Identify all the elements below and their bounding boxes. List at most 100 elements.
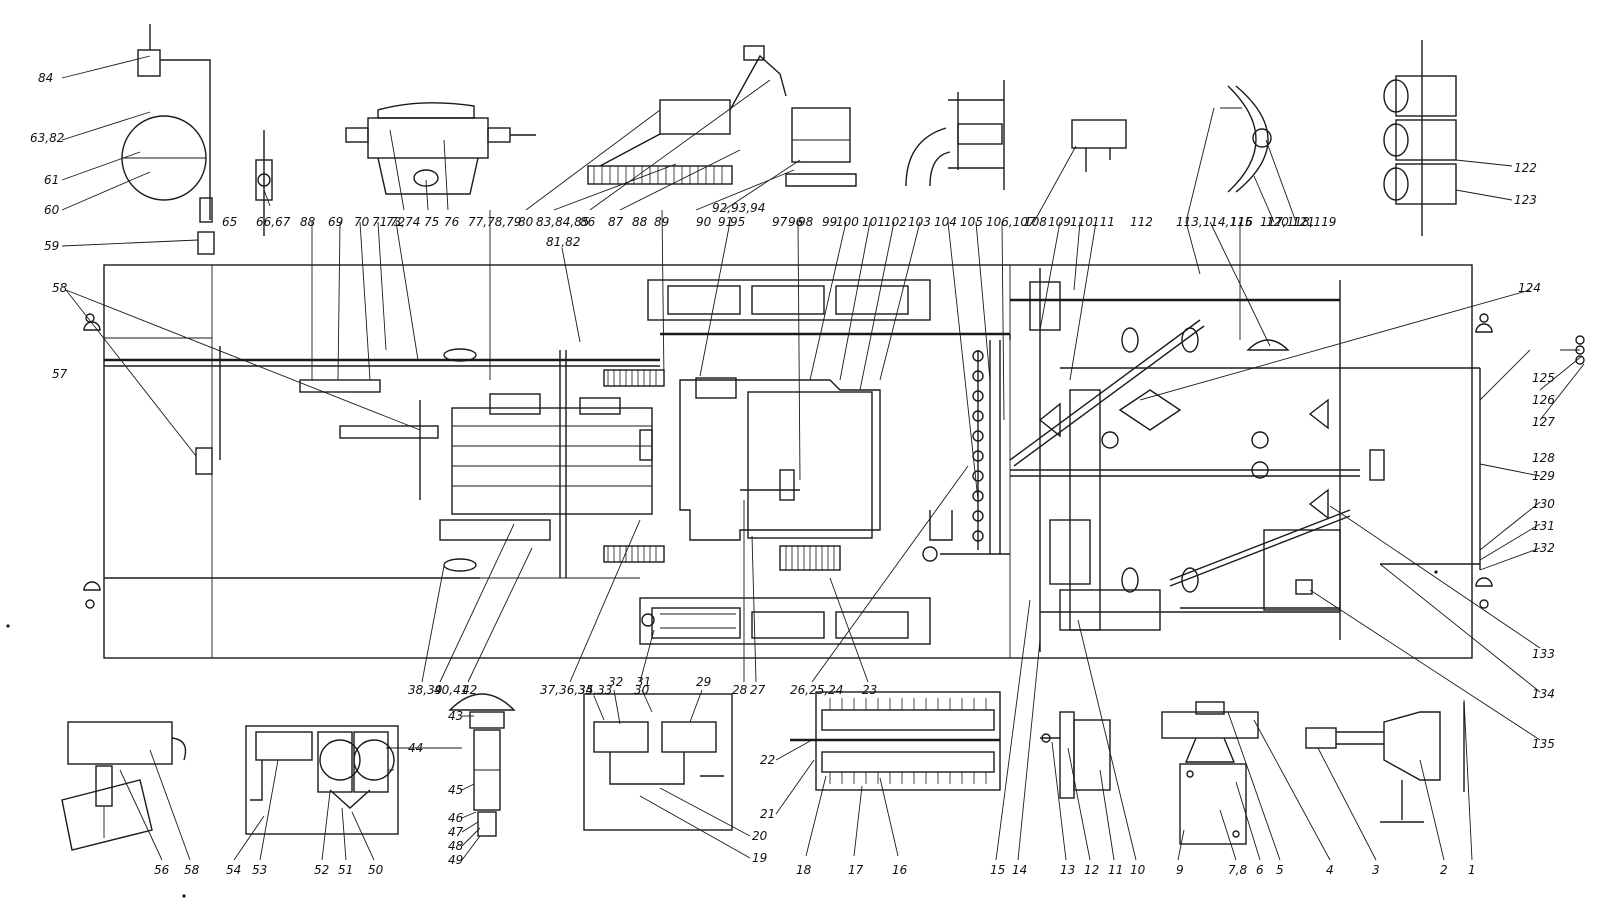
callout-label: 20 — [752, 829, 768, 843]
callout-label: 43 — [448, 709, 463, 723]
callout-label: 9 — [1176, 863, 1184, 877]
callout-label: 60 — [44, 203, 60, 217]
callout-label: 133 — [1532, 647, 1555, 661]
callout-label: 108 — [1024, 215, 1047, 229]
callout-labels: 84 63,82 61 60 59 65 66,67 73,74 75 76 7… — [30, 71, 1555, 877]
callout-label: 132 — [1532, 541, 1555, 555]
callout-label: 104 — [934, 215, 957, 229]
callout-label: 26,25,24 — [790, 683, 843, 697]
callout-label: 29 — [696, 675, 711, 689]
callout-label: 72 — [390, 215, 405, 229]
callout-label: 14 — [1012, 863, 1027, 877]
callout-label: 125 — [1532, 371, 1555, 385]
connector-ladder — [922, 350, 984, 562]
callout-label: 56 — [154, 863, 170, 877]
callout-label: 34,33 — [578, 683, 612, 697]
callout-label: 1 — [1468, 863, 1476, 877]
callout-label: 111 — [1092, 215, 1115, 229]
callout-label: 123 — [1514, 193, 1537, 207]
callout-label: 90 — [696, 215, 712, 229]
callout-label: 70 — [354, 215, 370, 229]
callout-label: 51 — [338, 863, 353, 877]
callout-label: 61 — [44, 173, 59, 187]
callout-label: 87 — [608, 215, 624, 229]
callout-label: 89 — [654, 215, 669, 229]
stray-dot — [1434, 570, 1438, 574]
callout-label: 3 — [1372, 863, 1380, 877]
callout-label: 2 — [1440, 863, 1448, 877]
callout-label: 101 — [862, 215, 885, 229]
callout-label: 116 — [1230, 215, 1253, 229]
callout-label: 100 — [836, 215, 859, 229]
detail-switch-112 — [1071, 119, 1127, 172]
callout-label: 109 — [1048, 215, 1071, 229]
callout-label: 13 — [1060, 863, 1075, 877]
callout-label: 32 — [608, 675, 623, 689]
callout-label: 129 — [1532, 469, 1555, 483]
callout-label: 128 — [1532, 451, 1555, 465]
bottom-slot-panel — [639, 597, 931, 645]
callout-label: 96 — [788, 215, 804, 229]
callout-label: 75 — [424, 215, 439, 229]
chassis-lamps — [83, 313, 1585, 609]
callout-label: 66,67 — [256, 215, 291, 229]
callout-label: 92,93,94 — [712, 201, 765, 215]
callout-label: 54 — [226, 863, 241, 877]
callout-label: 130 — [1532, 497, 1555, 511]
callout-label: 52 — [314, 863, 329, 877]
callout-label: 71 — [372, 215, 387, 229]
callout-label: 57 — [52, 367, 68, 381]
callout-label: 121 — [1292, 215, 1315, 229]
callout-label: 28 — [732, 683, 748, 697]
callout-label: 102 — [884, 215, 907, 229]
callout-label: 15 — [990, 863, 1005, 877]
callout-label: 16 — [892, 863, 908, 877]
callout-label: 5 — [1276, 863, 1284, 877]
callout-label: 12 — [1084, 863, 1099, 877]
callout-label: 58 — [52, 281, 68, 295]
callout-label: 53 — [252, 863, 267, 877]
callout-label: 103 — [908, 215, 931, 229]
callout-label: 59 — [44, 239, 59, 253]
callout-label: 122 — [1514, 161, 1537, 175]
chassis-outline — [103, 264, 1473, 659]
callout-label: 69 — [328, 215, 343, 229]
callout-label: 27 — [750, 683, 766, 697]
detail-panel-29-32 — [583, 693, 733, 831]
callout-label: 49 — [448, 853, 463, 867]
callout-label: 46 — [448, 811, 464, 825]
callout-label: 19 — [752, 851, 767, 865]
callout-label: 42 — [462, 683, 477, 697]
callout-label: 105 — [960, 215, 983, 229]
callout-label: 30 — [634, 683, 650, 697]
callout-label: 97 — [772, 215, 788, 229]
leader-lines — [61, 55, 1585, 861]
callout-label: 65 — [222, 215, 237, 229]
callout-label: 127 — [1532, 415, 1555, 429]
callout-label: 63,82 — [30, 131, 64, 145]
callout-label: 10 — [1130, 863, 1146, 877]
central-equipment-box — [603, 369, 881, 571]
callout-label: 22 — [760, 753, 775, 767]
callout-label: 76 — [444, 215, 460, 229]
callout-label: 77,78,79 — [468, 215, 521, 229]
callout-label: 44 — [408, 741, 423, 755]
callout-label: 126 — [1532, 393, 1555, 407]
callout-label: 113,114,115 — [1176, 215, 1252, 229]
callout-label: 98 — [798, 215, 814, 229]
callout-label: 135 — [1532, 737, 1555, 751]
callout-label: 83,84,85 — [536, 215, 589, 229]
detail-elbow-bracket — [905, 80, 1005, 190]
callout-label: 6 — [1256, 863, 1264, 877]
stray-dot — [182, 894, 186, 898]
callout-label: 134 — [1532, 687, 1555, 701]
callout-label: 120 — [1266, 215, 1289, 229]
top-slot-panel — [647, 279, 931, 321]
callout-label: 124 — [1518, 281, 1541, 295]
callout-label: 4 — [1326, 863, 1334, 877]
left-equipment-block — [299, 379, 653, 541]
main-harness — [104, 268, 1481, 652]
callout-label: 110 — [1070, 215, 1093, 229]
callout-label: 88 — [300, 215, 316, 229]
